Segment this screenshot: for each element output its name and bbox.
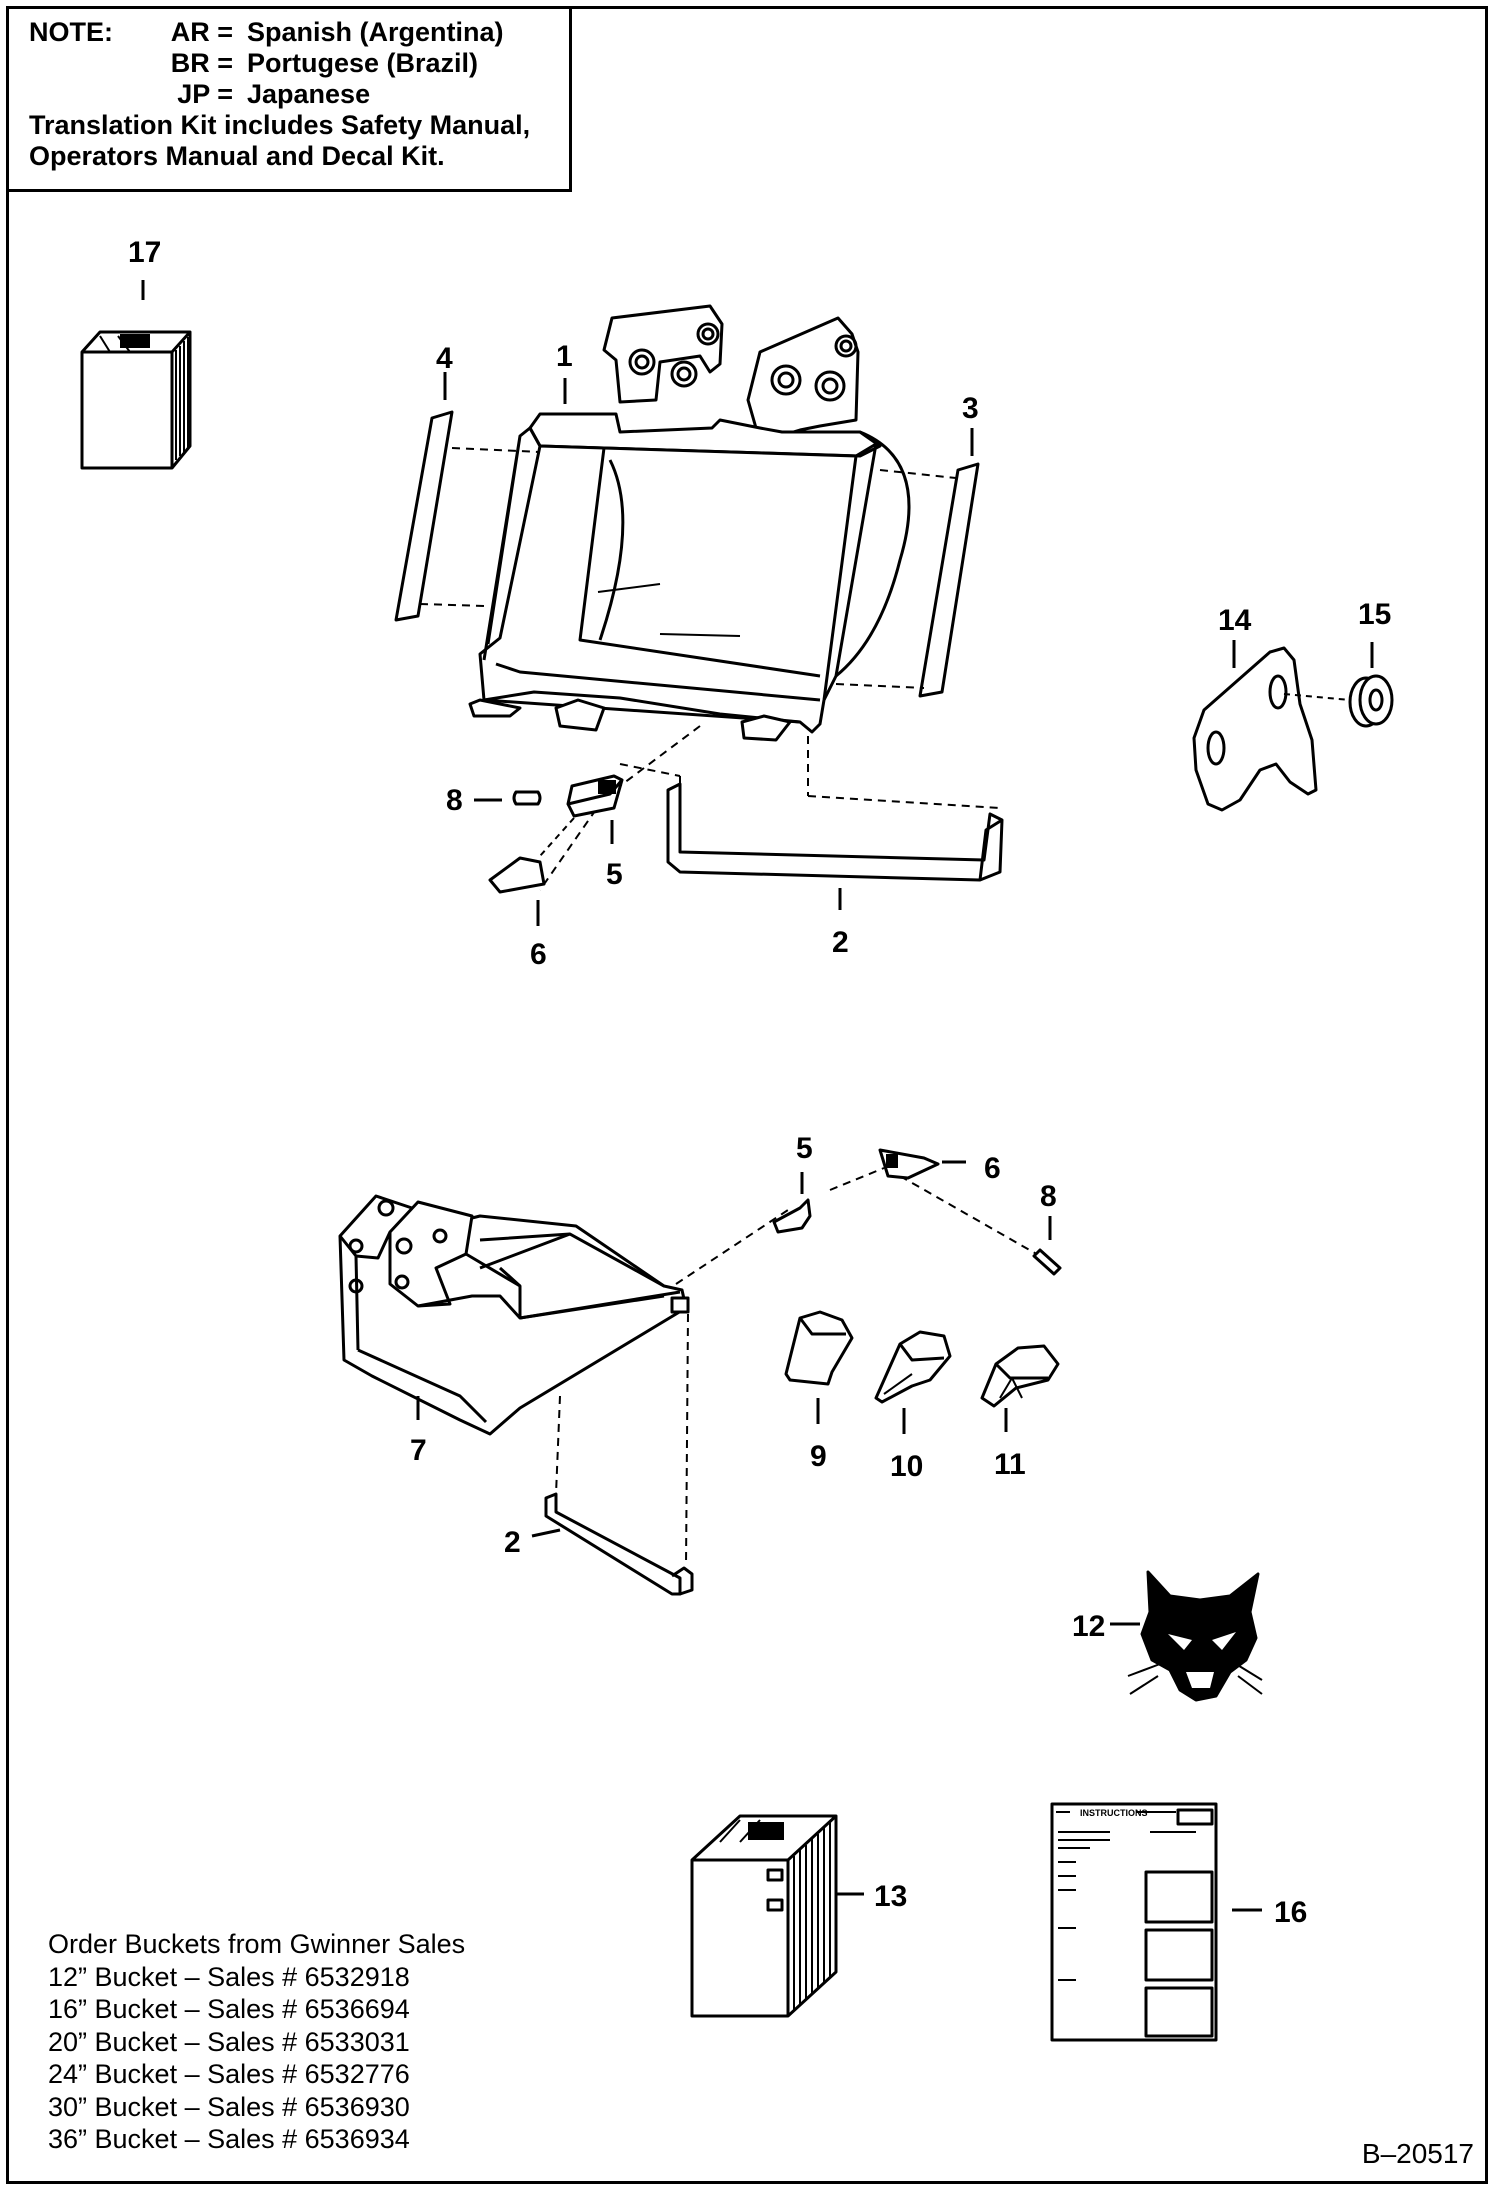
note-prefix: NOTE: [29, 17, 113, 47]
order-item: 16” Bucket – Sales # 6536694 [48, 1994, 410, 2024]
side-cutter-right [918, 462, 980, 698]
tooth-9 [784, 1310, 854, 1386]
callout-4: 4 [436, 342, 453, 375]
side-cutter-left [394, 410, 454, 622]
callout-11: 11 [994, 1448, 1026, 1481]
tooth-lower [878, 1148, 940, 1180]
pin-upper [512, 790, 542, 806]
note-code: JP = [177, 79, 233, 109]
callout-17: 17 [128, 236, 161, 269]
manual-box [690, 1814, 838, 2018]
pin-lower [1032, 1248, 1062, 1276]
callout-5-lower: 5 [796, 1132, 813, 1165]
drawing-number: B–20517 [1361, 2138, 1474, 2169]
adapter-upper [566, 774, 624, 818]
order-item: 12” Bucket – Sales # 6532918 [48, 1961, 410, 1992]
bolt-on-edge-lower [544, 1492, 694, 1596]
instruction-sheet [1050, 1802, 1218, 2042]
tooth-11 [980, 1344, 1060, 1408]
callout-10: 10 [890, 1450, 923, 1483]
instruction-sheet-heading: INSTRUCTIONS [1080, 1808, 1148, 1818]
callout-3: 3 [962, 392, 979, 425]
callout-13: 13 [874, 1880, 907, 1913]
bobcat-decal [1127, 1570, 1263, 1702]
order-item: 30” Bucket – Sales # 6536930 [48, 2091, 410, 2122]
callout-8-lower: 8 [1040, 1180, 1057, 1213]
order-list: Order Buckets from Gwinner Sales 12” Buc… [48, 1928, 465, 2156]
assembly-lines-lower [555, 1167, 1041, 1567]
translation-kit-box [80, 330, 192, 470]
diagram-frame [6, 6, 1488, 2184]
callout-8-upper: 8 [446, 784, 463, 817]
tooth-10 [874, 1330, 952, 1404]
order-heading: Order Buckets from Gwinner Sales [48, 1929, 466, 1959]
note-row-jp: JP = Japanese [29, 79, 569, 110]
note-language: Portugese (Brazil) [247, 48, 479, 78]
tooth-upper [488, 856, 546, 894]
bucket [468, 304, 911, 742]
callout-7: 7 [410, 1434, 427, 1467]
callout-14: 14 [1218, 604, 1252, 637]
side-bracket [1192, 646, 1318, 812]
bushing [1348, 674, 1394, 728]
note-language: Japanese [247, 79, 371, 109]
note-kit-line-2: Operators Manual and Decal Kit. [29, 141, 445, 171]
note-row-ar: NOTE: AR = Spanish (Argentina) [29, 17, 569, 48]
note-code: AR = [170, 17, 233, 47]
callout-2-lower: 2 [504, 1526, 521, 1559]
callout-1: 1 [556, 340, 573, 373]
callout-6-lower: 6 [984, 1152, 1001, 1185]
translation-note: NOTE: AR = Spanish (Argentina) BR = Port… [6, 6, 572, 192]
callout-16: 16 [1274, 1896, 1307, 1929]
callout-9: 9 [810, 1440, 827, 1473]
callout-12: 12 [1072, 1610, 1105, 1643]
callout-5-upper: 5 [606, 858, 623, 891]
adapter-lower [772, 1198, 812, 1234]
note-language: Spanish (Argentina) [247, 17, 504, 47]
callout-2-upper: 2 [832, 926, 849, 959]
leader-2-lower [531, 1528, 561, 1538]
note-kit-line-1: Translation Kit includes Safety Manual, [29, 110, 531, 140]
order-item: 36” Bucket – Sales # 6536934 [48, 2124, 410, 2154]
bolt-on-edge-upper [666, 782, 1004, 882]
callout-15: 15 [1358, 598, 1391, 631]
trenching-bucket [338, 1194, 690, 1436]
order-item: 24” Bucket – Sales # 6532776 [48, 2059, 410, 2089]
callout-6-upper: 6 [530, 938, 547, 971]
note-code: BR = [170, 48, 233, 78]
note-row-br: BR = Portugese (Brazil) [29, 48, 569, 79]
order-item: 20” Bucket – Sales # 6533031 [48, 2026, 410, 2057]
